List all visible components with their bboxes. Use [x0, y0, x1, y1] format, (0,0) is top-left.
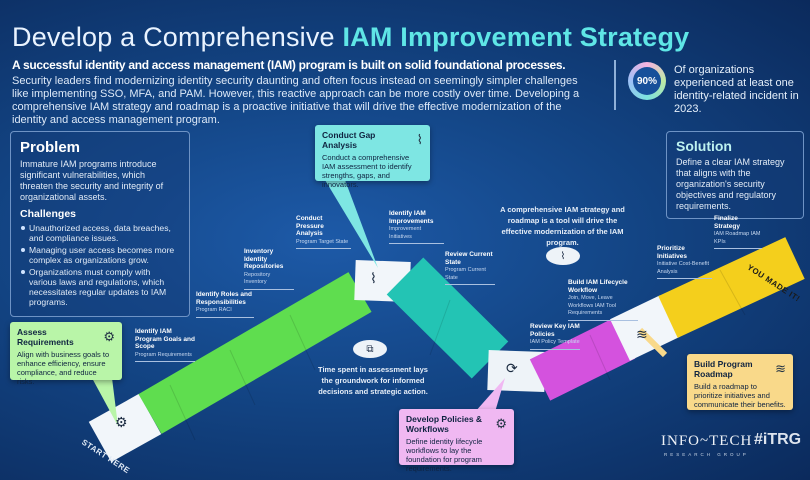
callout-title: Assess Requirements: [17, 327, 74, 347]
gap-icon: ⌇: [370, 270, 377, 286]
assessment-note: Time spent in assessment lays the ground…: [318, 365, 428, 396]
stat-ring: 90%: [628, 62, 666, 100]
roadmap-icon: ≋: [636, 326, 648, 342]
stat-text: Of organizations experienced at least on…: [674, 64, 799, 115]
roadmap-icon: ≋: [775, 361, 786, 376]
assess-pointer: [92, 378, 118, 426]
roadmap-pointer: [637, 327, 668, 358]
solution-text: Define a clear IAM strategy that aligns …: [676, 157, 785, 211]
problem-title: Problem: [20, 139, 81, 156]
subtitle: A successful identity and access managem…: [12, 58, 566, 72]
gap-pointer: [325, 180, 378, 268]
policies-pointer: [475, 378, 505, 412]
puzzle-icon: ⧉: [353, 340, 387, 358]
green-segment: [138, 272, 372, 434]
callout-text: Align with business goals to enhance eff…: [17, 350, 110, 386]
cog-icon: ⚙: [495, 416, 507, 431]
itrg-logo: #iTRG: [754, 431, 802, 448]
solution-panel: Solution Define a clear IAM strategy tha…: [666, 131, 804, 219]
start-tile: [88, 393, 162, 463]
callout-text: Conduct a comprehensive IAM assessment t…: [322, 153, 412, 189]
valley-tile: [487, 350, 546, 392]
assess-icon: ⚙: [115, 414, 128, 430]
path-icon: ⌇: [416, 132, 423, 147]
page-title: Develop a Comprehensive IAM Improvement …: [12, 22, 690, 52]
solution-title: Solution: [676, 138, 732, 154]
intro-text: Security leaders find modernizing identi…: [12, 75, 580, 126]
gear-icon: ⚙: [103, 329, 115, 344]
challenge-item: Unauthorized access, data breaches, and …: [20, 223, 180, 243]
teal-segment: [386, 257, 509, 379]
callout-title: Develop Policies & Workflows: [406, 414, 483, 434]
callout-title: Build Program Roadmap: [694, 359, 753, 379]
callout-text: Build a roadmap to prioritize initiative…: [694, 382, 786, 409]
infotech-logo-sub: RESEARCH GROUP: [664, 452, 749, 457]
divider: [614, 60, 616, 110]
callout-title: Conduct Gap Analysis: [322, 130, 376, 150]
roadmap-tile: [610, 295, 680, 361]
challenges-title: Challenges: [20, 208, 77, 220]
strategy-note: A comprehensive IAM strategy and roadmap…: [500, 205, 625, 247]
policies-icon: ⟳: [506, 360, 518, 376]
yellow-segment: [658, 237, 805, 338]
infotech-logo: INFO~TECH: [661, 433, 753, 449]
purple-segment: [529, 317, 636, 401]
challenge-item: Organizations must comply with various l…: [20, 267, 180, 307]
stat-value: 90%: [633, 67, 661, 95]
problem-text: Immature IAM programs introduce signific…: [20, 159, 164, 202]
problem-panel: Problem Immature IAM programs introduce …: [10, 131, 190, 317]
challenge-item: Managing user access becomes more comple…: [20, 245, 180, 265]
callout-text: Define identity lifecycle workflows to l…: [406, 437, 483, 473]
route-icon: ⌇: [546, 247, 580, 265]
